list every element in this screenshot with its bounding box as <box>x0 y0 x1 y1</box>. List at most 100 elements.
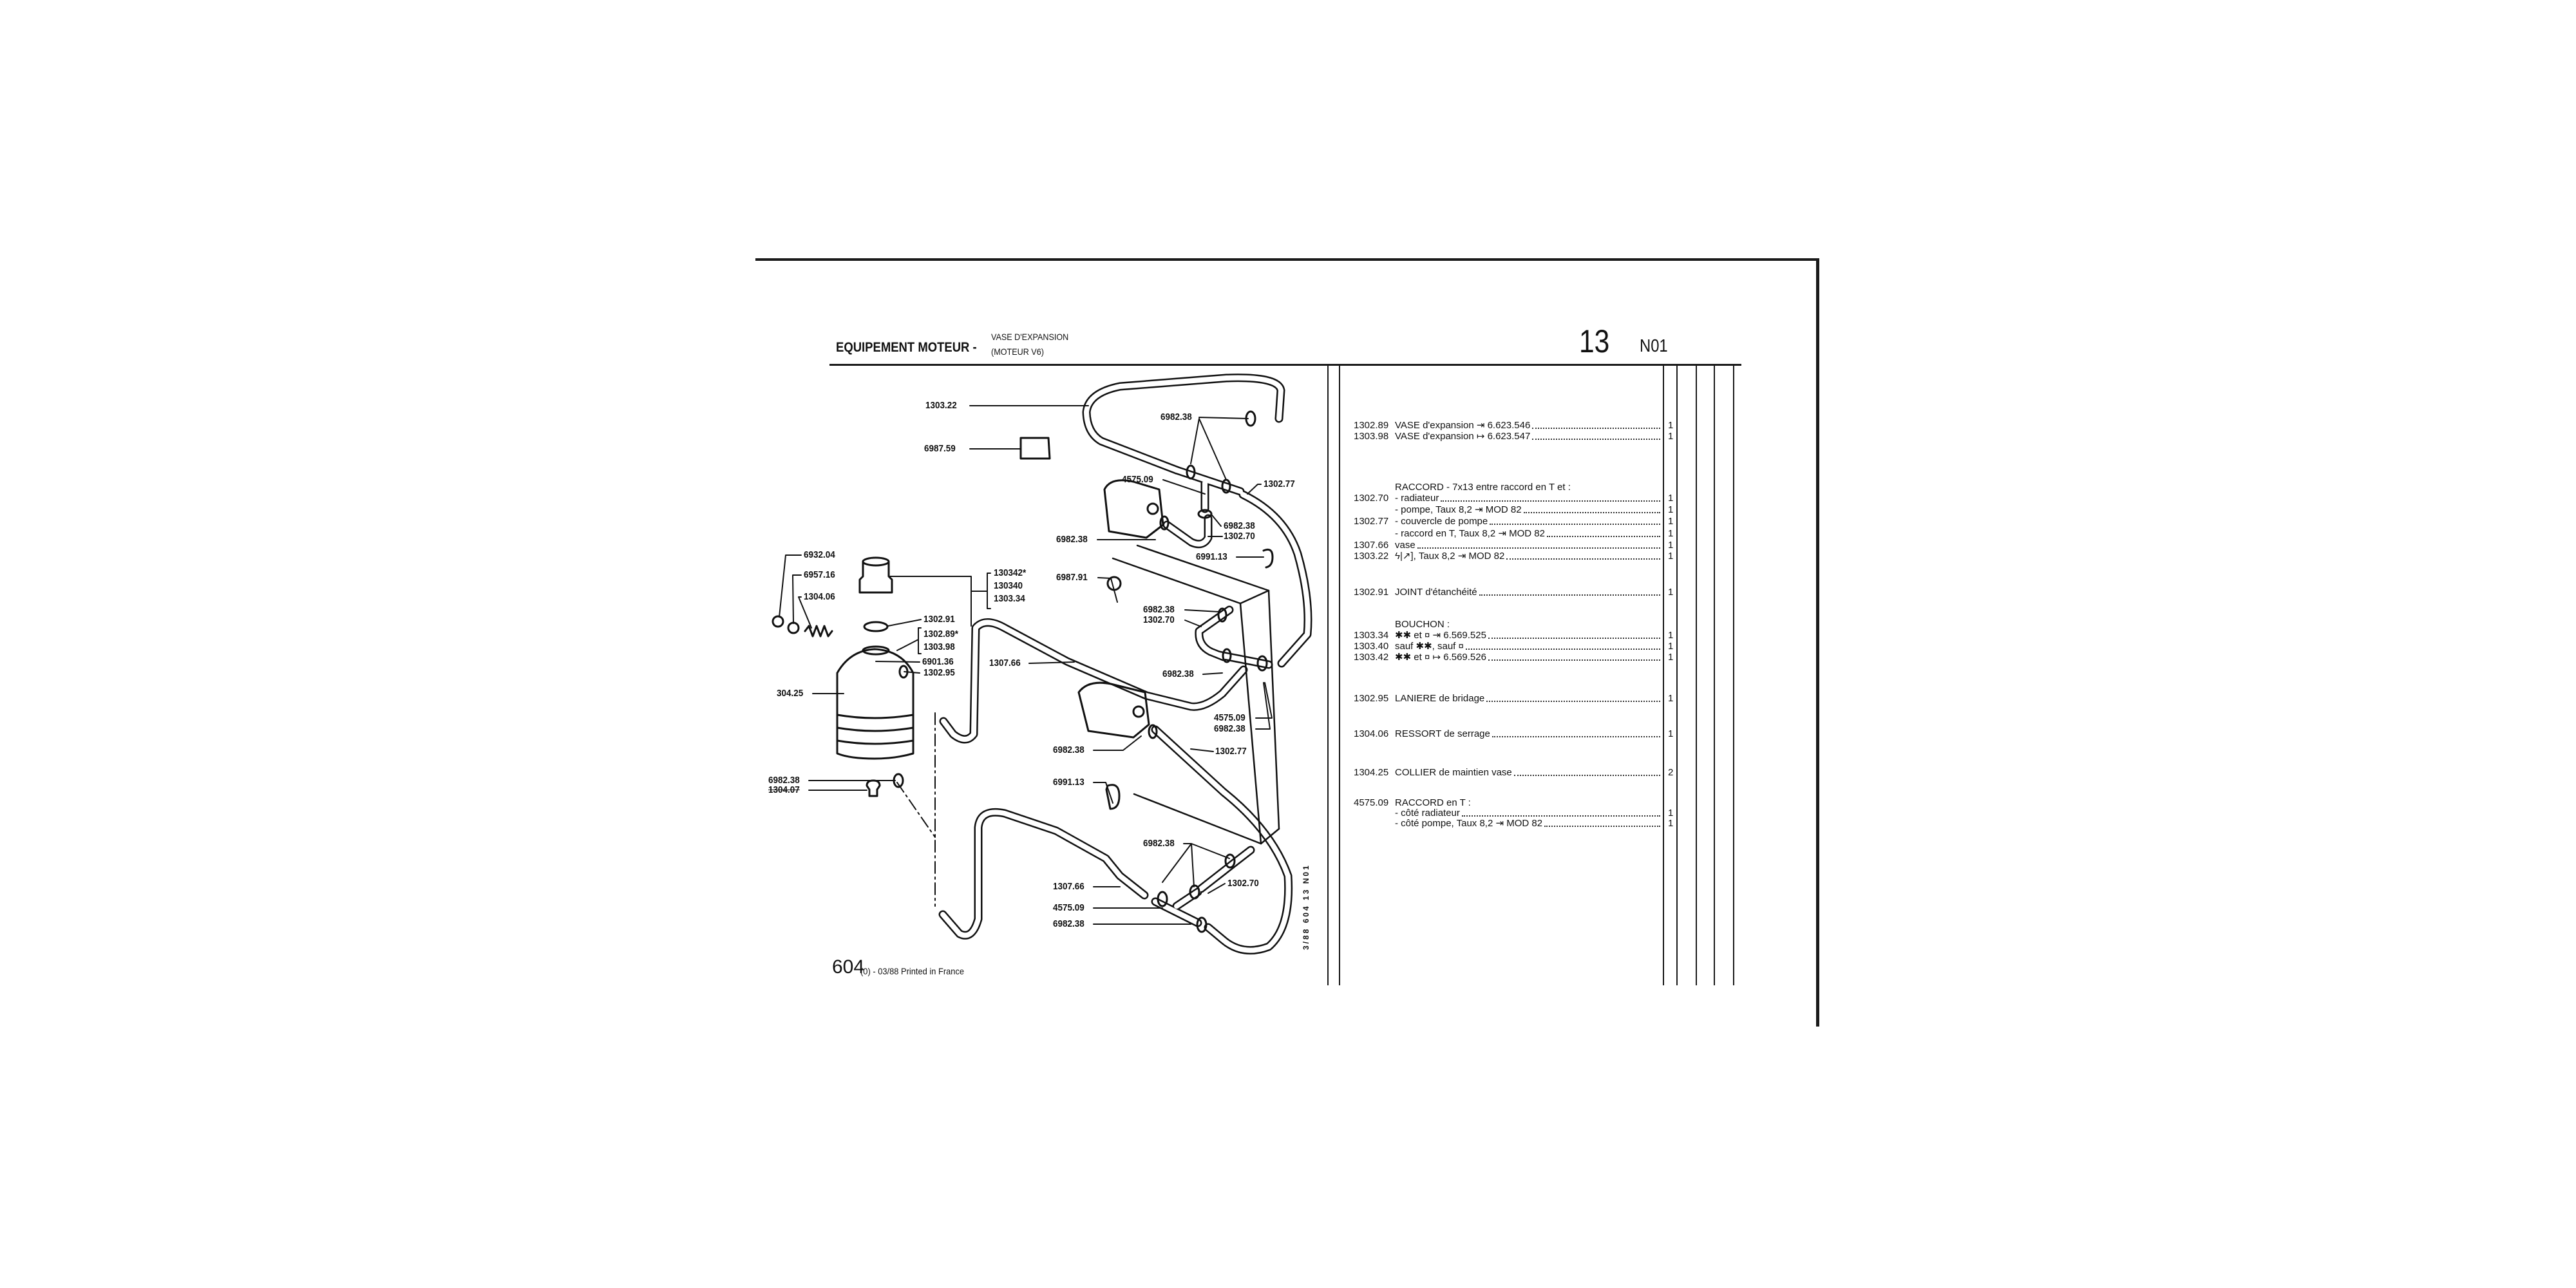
dot-leader <box>1486 701 1660 702</box>
callout-label: 130342* <box>994 567 1027 578</box>
parts-row: - côté radiateur <box>1354 808 1662 819</box>
part-ref: 1302.95 <box>1354 693 1389 704</box>
part-description: JOINT d'étanchéité <box>1395 587 1477 598</box>
hose-1303-22 <box>1082 374 1285 475</box>
model-number: 604 <box>832 956 865 978</box>
column-line <box>1733 366 1734 985</box>
part-ref: 1302.77 <box>1354 516 1389 527</box>
part-quantity: 1 <box>1668 587 1674 598</box>
part-ref: 1303.34 <box>1354 630 1389 641</box>
callout-label: 1303.34 <box>994 593 1025 604</box>
dot-leader <box>1546 536 1660 537</box>
dot-leader <box>1523 512 1660 513</box>
expansion-tank <box>836 645 914 760</box>
water-pump-upper <box>1103 479 1164 539</box>
dot-leader <box>1513 775 1660 776</box>
part-quantity: 1 <box>1668 641 1674 652</box>
dot-leader <box>1488 638 1660 639</box>
hose-1302-77-upper-inner <box>1240 492 1311 666</box>
callout-label: 6982.38 <box>1162 668 1194 679</box>
part-description: - côté pompe, Taux 8,2 ⇥ MOD 82 <box>1395 818 1543 829</box>
part-quantity: 1 <box>1668 493 1674 504</box>
hose-1302-70-upper-inner <box>1164 516 1211 547</box>
radiator <box>1112 544 1280 845</box>
part-description: - raccord en T, Taux 8,2 ⇥ MOD 82 <box>1395 528 1545 539</box>
t-stub-lower-inner <box>1174 889 1200 909</box>
callout-label: 1302.95 <box>923 667 955 678</box>
callout-label: 6982.38 <box>1214 723 1245 734</box>
header-rule <box>829 364 1741 366</box>
parts-row: - pompe, Taux 8,2 ⇥ MOD 82 <box>1354 504 1662 516</box>
part-description: LANIERE de bridage <box>1395 693 1485 704</box>
callout-label: 1303.98 <box>923 641 955 652</box>
part-ref: 1303.42 <box>1354 652 1389 663</box>
t-connector-middle-inner <box>1217 652 1271 667</box>
hose-1302-77-lower-inner <box>1153 727 1291 953</box>
water-pump-lower <box>1077 681 1150 739</box>
callout-label: 6987.59 <box>924 443 956 454</box>
dot-leader <box>1544 826 1660 827</box>
page-code: N01 <box>1640 336 1668 355</box>
callout-label: 6987.91 <box>1056 572 1088 583</box>
hose-1302-70-middle-inner <box>1196 607 1232 659</box>
callout-label: 6932.04 <box>804 549 835 560</box>
part-quantity: 1 <box>1668 728 1674 739</box>
dot-leader <box>1506 558 1660 560</box>
dot-leader <box>1532 428 1660 429</box>
callout-label: 1304.06 <box>804 591 835 602</box>
callout-label: 6957.16 <box>804 569 835 580</box>
callout-label: 1302.70 <box>1143 614 1175 625</box>
parts-row: 1302.77 - couvercle de pompe <box>1354 516 1662 527</box>
callout-label: 1302.70 <box>1227 878 1259 889</box>
part-ref: 1303.40 <box>1354 641 1389 652</box>
dot-leader <box>1532 439 1660 440</box>
part-description: BOUCHON : <box>1395 619 1450 630</box>
callout-label: 6982.38 <box>1143 838 1175 849</box>
dot-leader <box>1492 736 1660 737</box>
part-description: vase <box>1395 540 1416 551</box>
callout-label: 1303.22 <box>925 400 957 411</box>
part-quantity: 1 <box>1668 504 1674 515</box>
parts-row: RACCORD - 7x13 entre raccord en T et : <box>1354 482 1662 493</box>
seal-ring <box>863 621 889 632</box>
subtitle-line1: VASE D'EXPANSION <box>991 332 1069 342</box>
callout-label: 6991.13 <box>1196 551 1227 562</box>
part-description: - couvercle de pompe <box>1395 516 1488 527</box>
callout-label: 1302.77 <box>1264 478 1295 489</box>
part-quantity: 1 <box>1668 551 1674 562</box>
subtitle-line2: (MOTEUR V6) <box>991 346 1044 357</box>
section-title: EQUIPEMENT MOTEUR - <box>836 340 977 355</box>
page-top-border <box>755 258 1819 261</box>
part-quantity: 1 <box>1668 516 1674 527</box>
callout-label: 6982.38 <box>1143 604 1175 615</box>
callout-label: 6982.38 <box>1056 534 1088 545</box>
qty-column-line <box>1676 366 1678 985</box>
column-separator <box>1339 365 1340 985</box>
part-ref: 4575.09 <box>1354 797 1389 808</box>
part-description: RACCORD en T : <box>1395 797 1471 808</box>
page-number: 13 <box>1579 323 1610 359</box>
part-description: VASE d'expansion ↦ 6.623.547 <box>1395 431 1531 442</box>
column-separator <box>1327 365 1329 985</box>
callout-label: 1307.66 <box>1053 881 1084 892</box>
parts-row: 1303.34✱✱ et ¤ ⇥ 6.569.525 <box>1354 630 1662 641</box>
part-description: ϟ|↗], Taux 8,2 ⇥ MOD 82 <box>1395 551 1505 562</box>
leader-lines <box>779 405 1273 925</box>
part-quantity: 1 <box>1668 652 1674 663</box>
part-quantity: 1 <box>1668 693 1674 704</box>
filler-cap <box>858 556 893 594</box>
part-quantity: 1 <box>1668 630 1674 641</box>
callout-label: 6982.38 <box>1053 744 1084 755</box>
part-ref: 1304.25 <box>1354 767 1389 778</box>
parts-row: 1302.70- radiateur <box>1354 493 1662 504</box>
dot-leader <box>1461 815 1660 817</box>
callout-label: 6982.38 <box>1224 520 1255 531</box>
part-quantity: 1 <box>1668 540 1674 551</box>
part-quantity: 1 <box>1668 808 1674 819</box>
callout-label: 6901.36 <box>922 656 954 667</box>
part-ref: 1303.22 <box>1354 551 1389 562</box>
dot-leader <box>1479 594 1660 596</box>
